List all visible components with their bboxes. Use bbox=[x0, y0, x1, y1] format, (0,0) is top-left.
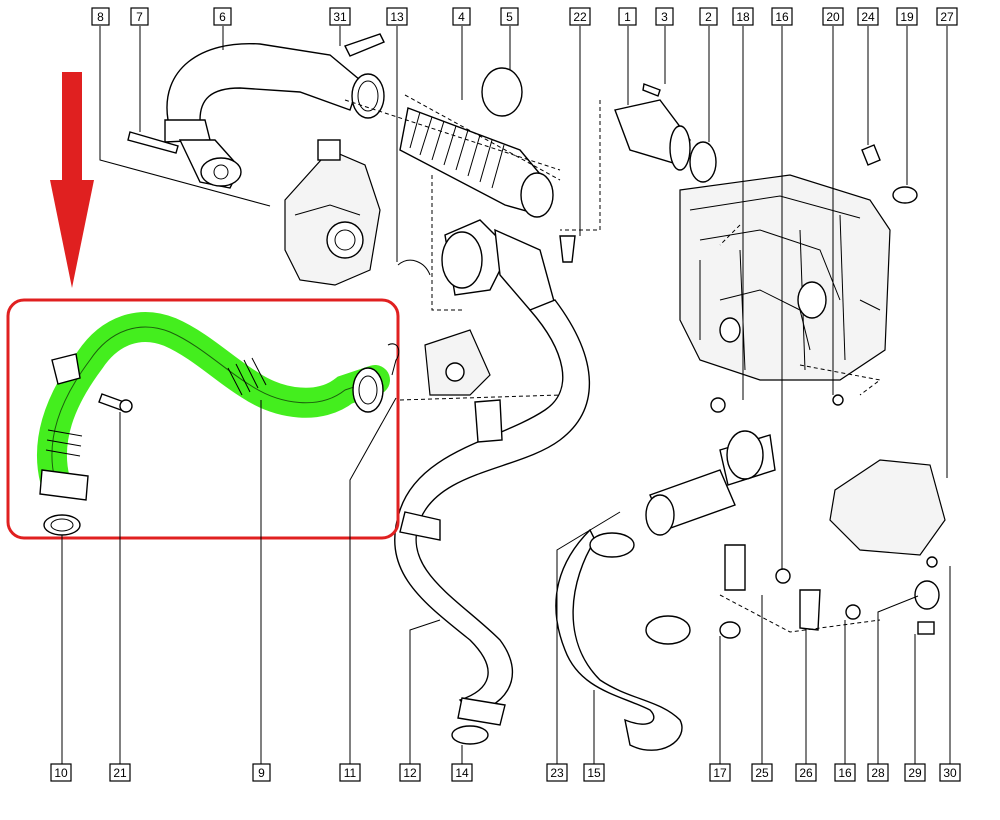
callout-23: 23 bbox=[546, 763, 568, 782]
callout-22: 22 bbox=[569, 7, 591, 26]
callout-25: 25 bbox=[751, 763, 773, 782]
svg-text:15: 15 bbox=[587, 766, 601, 780]
callout-4: 4 bbox=[452, 7, 471, 26]
large-hose-part-12 bbox=[394, 299, 591, 726]
bolt-part-7 bbox=[127, 131, 179, 154]
callout-5: 5 bbox=[500, 7, 519, 26]
callout-9: 9 bbox=[252, 763, 271, 782]
callout-18: 18 bbox=[732, 7, 754, 26]
callout-21: 21 bbox=[109, 763, 131, 782]
tube-part-23 bbox=[645, 430, 776, 536]
callout-15: 15 bbox=[583, 763, 605, 782]
svg-text:5: 5 bbox=[506, 10, 513, 24]
svg-text:3: 3 bbox=[661, 10, 668, 24]
screw-part-3 bbox=[642, 83, 661, 97]
ring-part-14 bbox=[451, 725, 489, 745]
callout-30: 30 bbox=[939, 763, 961, 782]
svg-text:6: 6 bbox=[219, 10, 226, 24]
small-hardware bbox=[710, 394, 940, 639]
callout-26: 26 bbox=[795, 763, 817, 782]
assembly-dashed-lines bbox=[344, 94, 882, 633]
bolt-part-22 bbox=[559, 235, 576, 263]
fitting-part-11 bbox=[424, 329, 491, 396]
clamp-part-5 bbox=[481, 67, 523, 117]
svg-text:26: 26 bbox=[799, 766, 813, 780]
svg-text:21: 21 bbox=[113, 766, 127, 780]
red-arrow-indicator bbox=[50, 72, 94, 288]
grommet-part-19 bbox=[892, 186, 918, 204]
callouts-top: 8 7 6 31 13 4 5 22 1 3 2 18 16 20 24 bbox=[91, 7, 958, 26]
svg-text:2: 2 bbox=[705, 10, 712, 24]
svg-text:19: 19 bbox=[900, 10, 914, 24]
intake-pipe-part-15 bbox=[555, 528, 691, 751]
callout-12: 12 bbox=[399, 763, 421, 782]
svg-text:12: 12 bbox=[403, 766, 417, 780]
callout-10: 10 bbox=[50, 763, 72, 782]
svg-text:20: 20 bbox=[826, 10, 840, 24]
svg-text:17: 17 bbox=[713, 766, 727, 780]
callout-11: 11 bbox=[339, 763, 361, 782]
svg-text:24: 24 bbox=[861, 10, 875, 24]
air-flow-meter-part-1 bbox=[614, 99, 691, 171]
svg-text:9: 9 bbox=[258, 766, 265, 780]
cover-part-27 bbox=[829, 459, 946, 556]
clip-part-13 bbox=[397, 259, 431, 276]
upper-hose-part-6 bbox=[164, 42, 385, 189]
callout-1: 1 bbox=[618, 7, 637, 26]
seal-part-10 bbox=[43, 514, 81, 536]
svg-text:18: 18 bbox=[736, 10, 750, 24]
bellows-hose-part-4 bbox=[399, 107, 554, 218]
svg-text:16: 16 bbox=[775, 10, 789, 24]
svg-text:27: 27 bbox=[940, 10, 954, 24]
svg-text:14: 14 bbox=[455, 766, 469, 780]
callouts-bottom: 10 21 9 11 12 14 23 15 17 25 26 16 28 29… bbox=[50, 763, 961, 782]
svg-text:28: 28 bbox=[871, 766, 885, 780]
callout-31: 31 bbox=[329, 7, 351, 26]
svg-text:30: 30 bbox=[943, 766, 957, 780]
callout-24: 24 bbox=[857, 7, 879, 26]
callout-16-bottom: 16 bbox=[834, 763, 856, 782]
callout-29: 29 bbox=[904, 763, 926, 782]
callout-27: 27 bbox=[936, 7, 958, 26]
callout-6: 6 bbox=[213, 7, 232, 26]
svg-text:13: 13 bbox=[390, 10, 404, 24]
svg-text:31: 31 bbox=[333, 10, 347, 24]
callout-3: 3 bbox=[655, 7, 674, 26]
callout-8: 8 bbox=[91, 7, 110, 26]
svg-text:22: 22 bbox=[573, 10, 587, 24]
svg-text:11: 11 bbox=[344, 766, 357, 780]
callout-19: 19 bbox=[896, 7, 918, 26]
callout-13: 13 bbox=[386, 7, 408, 26]
highlight-frame bbox=[6, 298, 400, 540]
bolt-part-31 bbox=[344, 33, 385, 57]
svg-text:10: 10 bbox=[54, 766, 68, 780]
highlighted-hose-group bbox=[6, 298, 400, 540]
callout-2: 2 bbox=[699, 7, 718, 26]
svg-text:25: 25 bbox=[755, 766, 769, 780]
clip-part-24 bbox=[861, 144, 881, 166]
svg-text:4: 4 bbox=[458, 10, 465, 24]
callout-28: 28 bbox=[867, 763, 889, 782]
callout-17: 17 bbox=[709, 763, 731, 782]
svg-text:16: 16 bbox=[838, 766, 852, 780]
highlighted-hose-part-9 bbox=[37, 312, 390, 495]
callout-16: 16 bbox=[771, 7, 793, 26]
leader-lines bbox=[61, 26, 951, 764]
callout-20: 20 bbox=[822, 7, 844, 26]
engine-block bbox=[679, 174, 891, 381]
svg-text:7: 7 bbox=[136, 10, 143, 24]
o-ring-part-2 bbox=[689, 141, 717, 183]
throttle-body bbox=[284, 139, 381, 286]
svg-text:1: 1 bbox=[624, 10, 631, 24]
svg-text:8: 8 bbox=[97, 10, 104, 24]
svg-text:29: 29 bbox=[908, 766, 922, 780]
hose-connector-part bbox=[441, 219, 556, 311]
callout-14: 14 bbox=[451, 763, 473, 782]
svg-text:23: 23 bbox=[550, 766, 564, 780]
callout-7: 7 bbox=[130, 7, 149, 26]
